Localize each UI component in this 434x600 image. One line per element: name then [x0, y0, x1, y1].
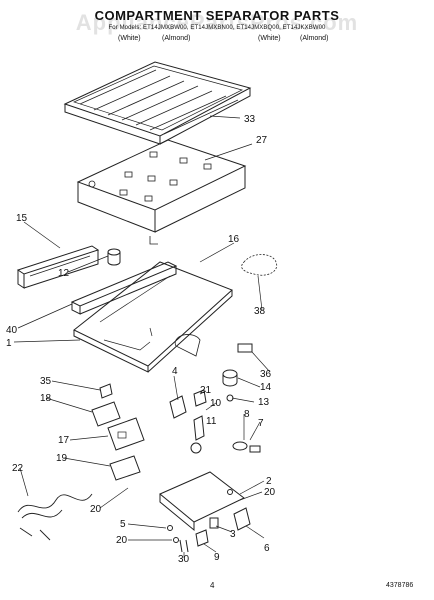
part-screw[interactable]: [227, 489, 233, 495]
callout-label: 20: [116, 535, 128, 546]
part-thermostat[interactable]: [193, 415, 205, 441]
callout-label: 12: [58, 268, 70, 279]
part-gasket[interactable]: [241, 254, 278, 276]
part-bulb[interactable]: [232, 441, 248, 451]
part-switch[interactable]: [109, 455, 141, 481]
part-screw[interactable]: [173, 537, 179, 543]
variant-label: (Almond): [162, 35, 191, 42]
part-separator-plate[interactable]: [73, 261, 233, 373]
part-cam[interactable]: [193, 389, 207, 407]
callout-label: 38: [254, 306, 266, 317]
part-switch-module[interactable]: [233, 507, 251, 531]
callout-label: 20: [90, 504, 102, 515]
callout-label: 4: [172, 366, 178, 377]
variant-label: (White): [118, 35, 141, 42]
part-spacer[interactable]: [209, 517, 219, 529]
part-bracket[interactable]: [99, 383, 113, 399]
variant-label: (White): [258, 35, 281, 42]
part-socket[interactable]: [249, 445, 261, 453]
callout-label: 1: [6, 338, 12, 349]
callout-label: 27: [256, 135, 268, 146]
callout-label: 40: [6, 325, 18, 336]
part-pin[interactable]: [179, 539, 189, 553]
callout-label: 7: [258, 418, 264, 429]
model-list: For Models: ET14JMXBW00, ET14JMXBN00, ET…: [108, 25, 326, 31]
part-capillary[interactable]: [190, 442, 202, 454]
callout-label: 35: [40, 376, 52, 387]
watermark: AppliancePartsPros.com: [75, 10, 359, 35]
callout-label: 9: [214, 552, 220, 563]
part-wire-harness[interactable]: [17, 493, 93, 541]
document-number: 4378786: [386, 582, 414, 589]
callout-label: 22: [12, 463, 24, 474]
callout-group: 33 27 15 16 12 38 40 1 36 35 4 14 21 13 …: [6, 114, 276, 565]
callout-label: 30: [178, 554, 190, 565]
callout-label: 3: [230, 529, 236, 540]
callout-label: 11: [206, 416, 217, 427]
part-screw[interactable]: [167, 525, 173, 531]
callout-label: 20: [264, 487, 276, 498]
callout-label: 13: [258, 397, 270, 408]
callout-label: 14: [260, 382, 272, 393]
part-nut[interactable]: [195, 529, 209, 547]
part-housing[interactable]: [107, 417, 145, 451]
part-bezel[interactable]: [91, 401, 121, 427]
part-mounting-bracket[interactable]: [159, 471, 245, 532]
callout-label: 10: [210, 398, 222, 409]
callout-label: 16: [228, 234, 240, 245]
part-knob[interactable]: [222, 369, 238, 387]
part-clip[interactable]: [237, 343, 253, 353]
callout-label: 17: [58, 435, 70, 446]
part-front-strip[interactable]: [16, 245, 100, 289]
part-shelf-frame[interactable]: [63, 61, 252, 145]
callout-label: 18: [40, 393, 52, 404]
callout-label: 5: [120, 519, 126, 530]
page-number: 4: [210, 581, 215, 590]
callout-label: 2: [266, 476, 272, 487]
callout-label: 36: [260, 369, 272, 380]
part-separator-block[interactable]: [76, 139, 247, 245]
leader-lines: [13, 115, 271, 558]
callout-label: 19: [56, 453, 68, 464]
variant-label: (Almond): [300, 35, 329, 42]
page-title: COMPARTMENT SEPARATOR PARTS: [94, 8, 340, 23]
callout-label: 8: [244, 409, 250, 420]
callout-label: 15: [16, 213, 28, 224]
part-grommet[interactable]: [107, 248, 121, 266]
callout-label: 33: [244, 114, 256, 125]
callout-label: 6: [264, 543, 270, 554]
callout-label: 21: [200, 385, 212, 396]
